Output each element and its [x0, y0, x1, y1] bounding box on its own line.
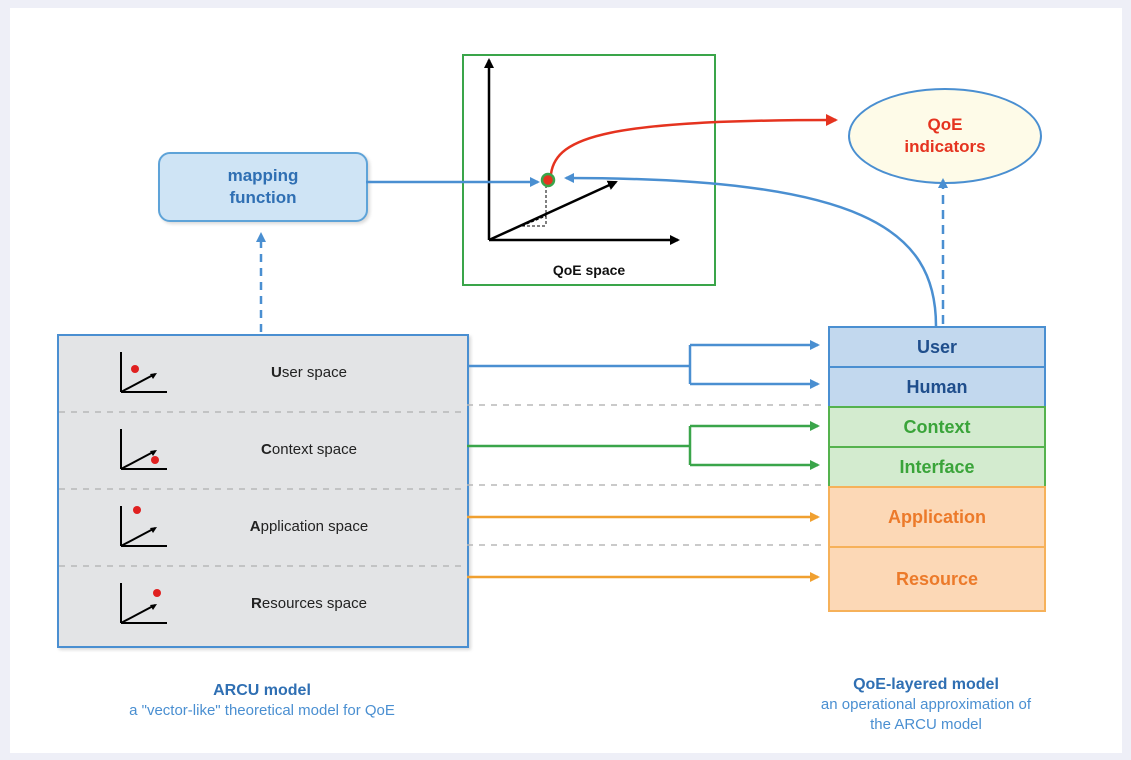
- orange-connectors: [467, 512, 820, 582]
- qoe-space-axes: [484, 58, 680, 245]
- qoe-indicators-line1: QoE: [927, 115, 963, 134]
- qoe-point: [540, 172, 556, 188]
- layered-caption-subtitle-1: an operational approximation of: [820, 696, 1032, 713]
- application-space-axes-icon: [120, 506, 167, 547]
- resources-space-axes-icon: [120, 583, 167, 624]
- qoe-space-box: [462, 54, 716, 286]
- arcu-model-box: User space Context space Application spa…: [57, 334, 469, 648]
- mapping-function-line1: mapping: [227, 166, 299, 185]
- resources-space-label: Resources space: [251, 595, 367, 612]
- layered-caption-subtitle-2: the ARCU model: [870, 716, 982, 733]
- qoe-indicators-line2: indicators: [904, 137, 986, 156]
- context-space-connectors: [467, 421, 820, 470]
- mapping-function-line2: function: [229, 188, 297, 207]
- qoe-space-label: QoE space: [552, 262, 626, 278]
- diagram-canvas: mapping function QoE space QoE indicator…: [10, 8, 1122, 753]
- layer-resource: Resource: [828, 546, 1046, 612]
- arcu-caption-title: ARCU model: [213, 682, 311, 699]
- user-space-row: User space: [59, 336, 467, 413]
- connectors-layer: [59, 58, 948, 582]
- layered-caption-title: QoE-layered model: [853, 676, 999, 693]
- layered-to-qoe-arrow: [564, 173, 938, 327]
- arcu-caption-subtitle: a "vector-like" theoretical model for Qo…: [129, 702, 395, 719]
- user-space-axes-icon: [120, 352, 167, 393]
- application-space-row: Application space: [59, 490, 467, 567]
- mapping-function-box: mapping function: [158, 152, 368, 222]
- context-space-label: Context space: [261, 441, 357, 458]
- user-space-connectors: [467, 340, 820, 389]
- row-separators: [59, 404, 826, 567]
- context-space-axes-icon: [120, 429, 167, 470]
- user-space-label: User space: [271, 364, 347, 381]
- application-space-label: Application space: [249, 518, 369, 535]
- layer-human: Human: [828, 366, 1046, 408]
- context-space-row: Context space: [59, 413, 467, 490]
- resources-space-row: Resources space: [59, 567, 467, 644]
- qoe-to-indicators-arrow: [549, 114, 838, 175]
